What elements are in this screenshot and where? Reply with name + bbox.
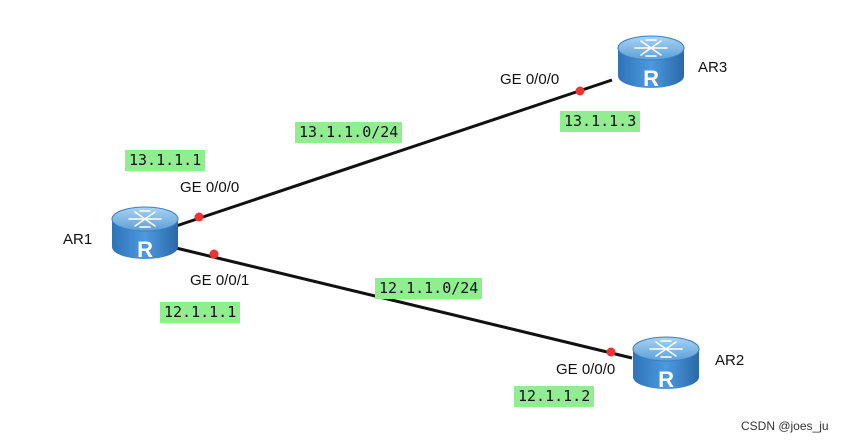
address-ar3-ge000: 13.1.1.3 — [560, 111, 641, 132]
port-dot-ar1-ge001 — [209, 249, 219, 259]
port-dot-ar3-ge000 — [575, 86, 585, 96]
router-ar1-glyph: R — [137, 237, 153, 262]
address-ar1-ge001: 12.1.1.1 — [160, 302, 241, 323]
port-dot-ar2-ge000 — [606, 347, 616, 357]
address-ar1-ge000: 13.1.1.1 — [125, 150, 206, 171]
link-ar1-ar2 — [175, 246, 633, 360]
port-label-ar1-ge000: GE 0/0/0 — [180, 179, 240, 196]
router-ar3-icon[interactable]: R — [617, 35, 685, 91]
router-ar2-icon[interactable]: R — [632, 336, 700, 392]
port-label-ar1-ge001: GE 0/0/1 — [190, 272, 250, 289]
router-ar2-label: AR2 — [715, 352, 745, 369]
router-ar3-label: AR3 — [698, 59, 728, 76]
router-ar1-icon[interactable]: R — [111, 206, 179, 262]
router-ar2-glyph: R — [658, 367, 674, 392]
network-label-ar1-ar3: 13.1.1.0/24 — [295, 122, 403, 143]
watermark: CSDN @joes_ju — [741, 419, 829, 433]
address-ar2-ge000: 12.1.1.2 — [514, 386, 595, 407]
port-label-ar3-ge000: GE 0/0/0 — [500, 71, 560, 88]
port-label-ar2-ge000: GE 0/0/0 — [556, 361, 616, 378]
port-dot-ar1-ge000 — [194, 212, 204, 222]
link-ar1-ar3 — [175, 78, 613, 228]
network-label-ar1-ar2: 12.1.1.0/24 — [375, 278, 483, 299]
router-ar3-glyph: R — [643, 66, 659, 91]
router-ar1-label: AR1 — [63, 231, 93, 248]
